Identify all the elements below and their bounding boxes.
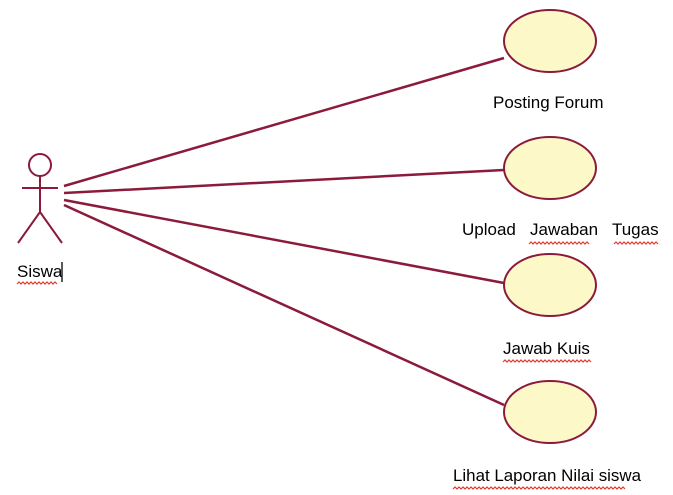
use-case-lihat-laporan-nilai-siswa[interactable]: Lihat Laporan Nilai siswa (452, 380, 642, 490)
use-case-label: Jawab Kuis (503, 339, 590, 358)
spellcheck-underline-jawab-kuis (502, 359, 592, 363)
actor-label: Siswa (17, 262, 63, 281)
use-case-ellipse (503, 253, 597, 317)
use-case-label: Posting Forum (493, 93, 604, 112)
use-case-jawab-kuis[interactable]: Jawab Kuis (502, 253, 597, 363)
actor-siswa[interactable] (17, 153, 63, 244)
associations (63, 56, 505, 407)
spellcheck-underline-jawaban (528, 241, 590, 245)
use-case-ellipse (503, 9, 597, 73)
use-case-upload-jawaban-tugas[interactable]: Upload Jawaban Tugas (462, 136, 659, 245)
actor-right-leg (39, 211, 63, 244)
association-jawab-kuis (63, 198, 505, 285)
association-posting-forum (63, 56, 505, 188)
association-upload-jawaban-tugas (63, 168, 505, 195)
spellcheck-underline-lihat-laporan (452, 486, 626, 490)
spellcheck-underline-siswa (16, 281, 58, 285)
actor-left-leg (17, 211, 41, 244)
use-case-posting-forum[interactable]: Posting Forum (493, 9, 604, 112)
use-case-label: Upload Jawaban Tugas (462, 220, 659, 239)
use-case-ellipse (503, 380, 597, 444)
actor-head (28, 153, 52, 177)
use-case-label: Lihat Laporan Nilai siswa (453, 466, 642, 485)
use-case-ellipse (503, 136, 597, 200)
spellcheck-underline-tugas (613, 241, 659, 245)
association-lihat-laporan (63, 203, 505, 407)
